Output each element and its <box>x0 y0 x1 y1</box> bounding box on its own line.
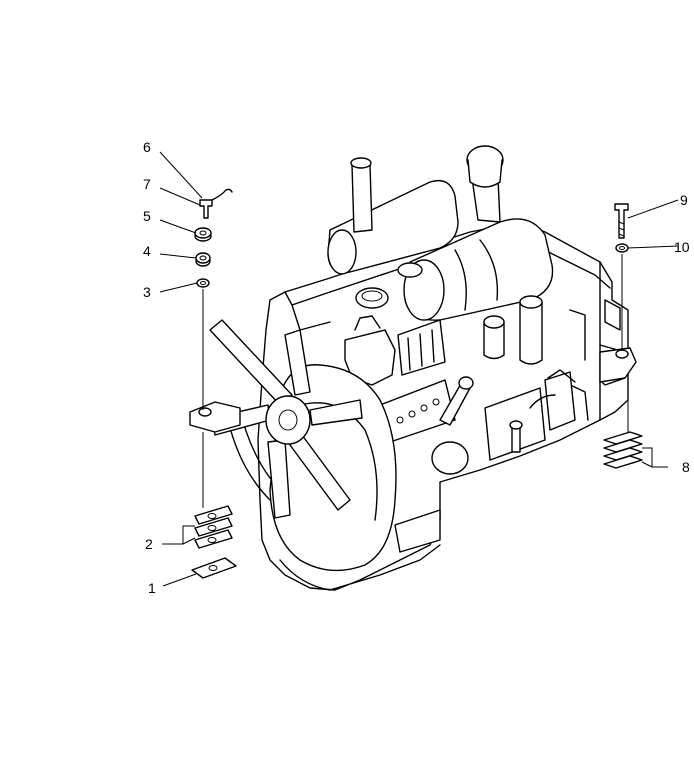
starter <box>431 441 469 475</box>
front-mount-bracket <box>189 401 241 433</box>
part-2-shim-b <box>194 517 233 537</box>
callout-10: 10 <box>674 239 690 255</box>
part-3-washer <box>196 278 210 288</box>
injection-pump <box>344 329 396 386</box>
callout-5: 5 <box>143 208 151 224</box>
callout-1: 1 <box>148 580 156 596</box>
callout-2: 2 <box>145 536 153 552</box>
part-1-plate <box>191 557 237 579</box>
part-2-shim-a <box>194 529 233 549</box>
part-8-shim-c <box>603 431 643 445</box>
leader-lines <box>159 151 679 587</box>
fuel-filter-right <box>519 301 543 365</box>
part-9-bolt <box>614 203 629 239</box>
engine-assembly <box>189 145 637 591</box>
callout-4: 4 <box>143 243 151 259</box>
callout-3: 3 <box>143 284 151 300</box>
callout-9: 9 <box>680 192 688 208</box>
fuel-filter-left <box>483 321 505 360</box>
part-2-shim-c <box>194 505 233 525</box>
right-mount-parts <box>603 203 643 469</box>
callout-6: 6 <box>143 139 151 155</box>
left-mount-parts <box>191 188 237 579</box>
part-10-washer <box>615 243 629 253</box>
callout-8: 8 <box>682 459 690 475</box>
part-6-bolt <box>199 199 213 219</box>
callout-labels: 6 7 5 4 3 2 1 9 10 8 <box>143 139 690 596</box>
callout-7: 7 <box>143 176 151 192</box>
